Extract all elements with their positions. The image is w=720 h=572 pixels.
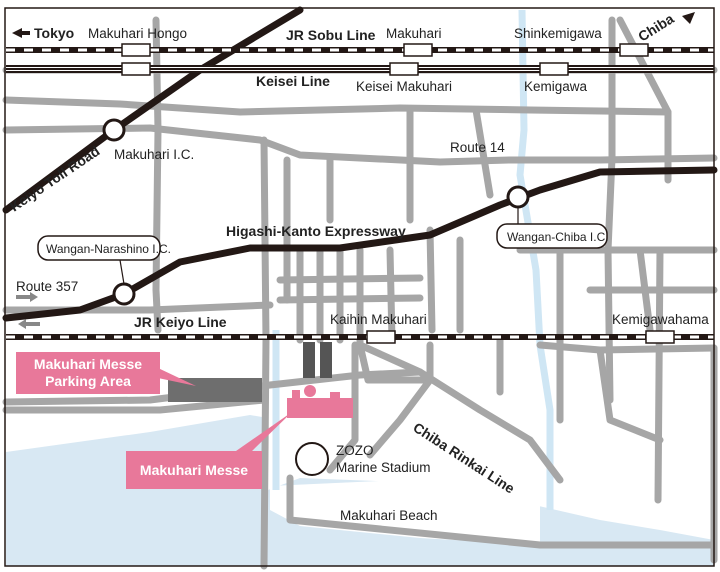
parking-callout-line2: Parking Area: [45, 373, 131, 389]
stadium-marker: [295, 442, 329, 476]
road-network: [2, 16, 718, 570]
wangan-chiba-ic-marker: [506, 185, 530, 209]
wangan-narashino-ic-marker: [112, 282, 136, 306]
route-357-arrow-icon: [16, 292, 38, 302]
river: [272, 9, 554, 510]
tokyo-arrow-icon: [12, 28, 30, 38]
wangan-narashino-ic-label: Wangan-Narashino I.C.: [46, 242, 171, 256]
jr-sobu-label: JR Sobu Line: [286, 27, 376, 43]
keisei-railway: [6, 65, 714, 73]
keiyo-toll-road-line: [2, 6, 304, 214]
building-block: [320, 342, 332, 378]
chiba-rinkai-road: [356, 341, 564, 484]
station-markers: [121, 43, 675, 344]
wangan-chiba-ic-label: Wangan-Chiba I.C.: [507, 230, 609, 244]
shinkemigawa-label: Shinkemigawa: [514, 26, 602, 41]
makuhari-beach-label: Makuhari Beach: [340, 508, 438, 523]
higashi-kanto-expressway-line: [2, 166, 718, 322]
parking-area-callout: [16, 352, 160, 394]
chiba-rinkai-label: Chiba Rinkai Line: [410, 419, 517, 497]
tokyo-label: Tokyo: [34, 25, 74, 41]
keiyo-toll-road-label: Keiyo Toll Road: [7, 143, 103, 215]
route-357-label: Route 357: [16, 279, 78, 294]
building-block: [303, 342, 315, 378]
messe-callout: [126, 451, 262, 489]
kemigawahama-label: Kemigawahama: [612, 312, 709, 327]
keisei-line-label: Keisei Line: [256, 73, 330, 89]
kaihin-makuhari-label: Kaihin Makuhari: [330, 312, 427, 327]
keisei-makuhari-label: Keisei Makuhari: [356, 79, 452, 94]
map-frame: [4, 7, 715, 567]
chiba-arrow-icon: [682, 12, 695, 24]
stadium-label-line2: Marine Stadium: [336, 460, 431, 475]
messe-building-icon: [287, 385, 353, 418]
stadium-label-line1: ZOZO: [336, 443, 374, 458]
jr-sobu-railway: [6, 47, 714, 53]
route-357-road: [2, 301, 274, 314]
jr-keiyo-label: JR Keiyo Line: [134, 314, 227, 330]
parking-callout-line1: Makuhari Messe: [34, 356, 142, 372]
beach-area: [270, 480, 540, 545]
keiyo-left-arrow-icon: [18, 319, 40, 329]
jr-keiyo-railway: [6, 334, 714, 340]
route-14-label: Route 14: [450, 140, 505, 155]
chiba-label: Chiba: [635, 10, 677, 44]
makuhari-station-label: Makuhari: [386, 26, 442, 41]
messe-callout-label: Makuhari Messe: [140, 462, 248, 478]
makuhari-hongo-label: Makuhari Hongo: [88, 26, 187, 41]
wangan-chiba-callout: [496, 223, 608, 249]
wangan-narashino-callout: [37, 235, 161, 261]
expressways: [2, 6, 718, 322]
makuhari-ic-label: Makuhari I.C.: [114, 147, 194, 162]
kemigawa-label: Kemigawa: [524, 79, 588, 94]
makuhari-ic-marker: [102, 118, 126, 142]
higashi-kanto-label: Higashi-Kanto Expressway: [226, 223, 406, 239]
route-14-road: [2, 124, 718, 166]
